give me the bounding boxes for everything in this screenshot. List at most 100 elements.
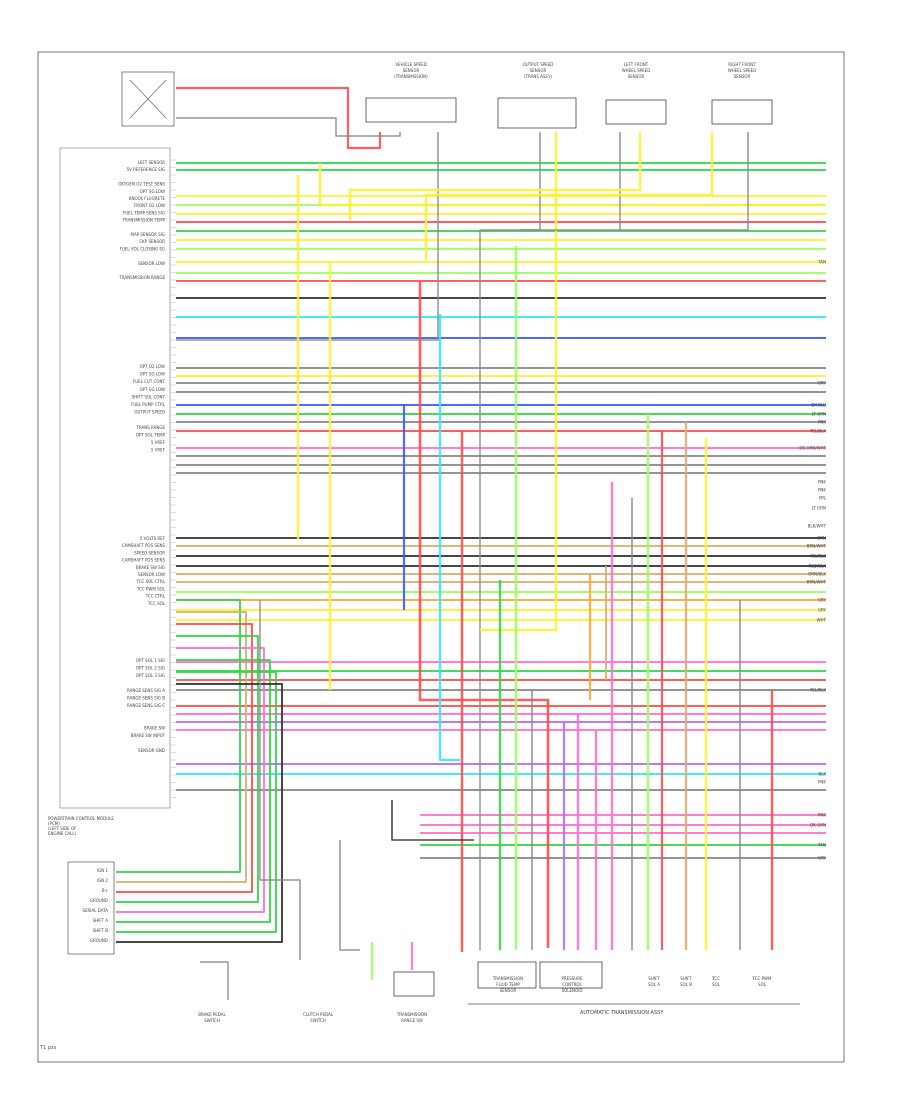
wire-label: TRANS RANGE [135, 425, 165, 430]
sensor-symbol [129, 79, 167, 119]
trans-assembly-label: AUTOMATIC TRANSMISSION ASSY [580, 1010, 664, 1016]
wire-label: CONTROL [562, 982, 582, 987]
component-box-vss [365, 97, 457, 123]
wire-label: OPT SOL TEMP [136, 432, 166, 437]
wire-label: SHIFT [680, 976, 692, 981]
wire-label: FRONT O2 LOW [134, 203, 165, 208]
wire [339, 840, 360, 951]
wire-label: DK GRN [810, 823, 826, 828]
wire-label: FUEL TEMP SENS SIG [123, 210, 165, 215]
wire-label: IGN 1 [97, 868, 109, 873]
wire-label: GRY [818, 598, 827, 603]
sensor-box-top-left [121, 71, 175, 127]
wire-label: OXYGEN O2 TEST SENS [118, 182, 165, 187]
component-box-lf-wss [605, 99, 667, 125]
wire-label: SHIFT SOL CONT [132, 394, 166, 399]
wire-label: VEHICLE SPEED [395, 62, 426, 67]
wire-label: PNK [818, 488, 826, 493]
wire-label: BRAKE SW SIG [136, 565, 165, 570]
wire-label: 5V REFERENCE SIG [127, 167, 165, 172]
wire-label: OUTPUT SPEED [134, 410, 165, 415]
wire [480, 132, 558, 632]
wire-label: TCC [711, 976, 720, 981]
wire-label: ORN [817, 536, 826, 541]
wire [318, 163, 826, 207]
wire-label: SPEED SENSOR [134, 550, 165, 555]
wire-label: GROUND [90, 938, 108, 943]
wire [116, 611, 247, 883]
wire-label: SENSOR LOW [138, 261, 165, 266]
wire [116, 671, 277, 933]
wire-label: GRY [818, 608, 827, 613]
wire [176, 132, 439, 341]
wire-label: SENSOR LOW [138, 572, 165, 577]
component-box-oss [497, 97, 577, 129]
wire-label: CLUTCH PEDAL [303, 1012, 334, 1017]
wire-label: FUEL CUT CONT [133, 379, 166, 384]
wire-label: BLK [818, 772, 826, 777]
wire-label: OPT SOL 3 SIG [136, 673, 165, 678]
wire-label: YEL/BLK [809, 688, 827, 693]
wire [348, 132, 642, 220]
wire-label: FUEL VOL CLOSING SG [120, 246, 165, 251]
wire-label: RANGE SENS SIG A [127, 688, 165, 693]
wire-label: SWITCH [310, 1018, 326, 1023]
wire-label: (TRANS ASSY) [524, 74, 552, 79]
wire-label: TCC SOL [147, 601, 166, 606]
wire [116, 599, 241, 873]
wire-label: PNK [818, 780, 826, 785]
wire-label: TCC SOL CTRL [136, 579, 166, 584]
wire-label: BRAKE PEDAL [198, 1012, 226, 1017]
wire [116, 647, 265, 913]
wire-label: OPT SG LOW [140, 387, 165, 392]
wire-label: OPT SOL 2 SIG [136, 666, 165, 671]
wire-label: TCC PWM SOL [136, 586, 166, 591]
wire-label: LT GRN [812, 412, 826, 417]
wire [116, 659, 271, 923]
wire-label: PNK [818, 420, 826, 425]
wire-label: SHIFT A [93, 918, 109, 923]
wire-label: OPT SOL 1 SIG [136, 658, 165, 663]
wire-label: SENSOR [530, 68, 547, 73]
wire-label: SOL [758, 982, 767, 987]
wire [176, 117, 401, 137]
wire [391, 800, 474, 841]
wire-label: PRESSURE [561, 976, 583, 981]
wire-label: CAMSHAFT POS SENS [122, 558, 166, 563]
wire-label: TAN [817, 843, 826, 848]
wire-label: BLK/WHT [808, 524, 827, 529]
wire-label: POWERTRAIN CONTROL MODULE [48, 816, 114, 821]
wire-label: SOL A [648, 982, 660, 987]
wire-label: ENGINE CALL) [48, 831, 77, 836]
wire-label: YEL/BLK [809, 429, 827, 434]
wire-label: SENSOR [734, 74, 751, 79]
wire-label: (TRANSMISSION) [394, 74, 428, 79]
wire-label: RIGHT FRONT [728, 62, 756, 67]
wire-label: WHEEL SPEED [728, 68, 757, 73]
wire-label: LEFT FRONT [624, 62, 649, 67]
wire-label: RANGE SENS SIG B [127, 696, 165, 701]
wire-label: 5 VREF [151, 440, 166, 445]
trans-range-box [393, 971, 435, 997]
pcm-body [59, 147, 171, 809]
wire [620, 132, 749, 231]
wire-label: GROUND [90, 898, 108, 903]
wire-label: 5 VOLTS REF [140, 536, 166, 541]
wire-label: ORN/BLK [808, 572, 826, 577]
component-box-rf-wss [711, 99, 773, 125]
trans-box-1 [477, 961, 537, 989]
wire-label: RANGE SW [401, 1018, 423, 1023]
wire-label: BRAKE SW INPUT [131, 733, 166, 738]
wire-label: SENSOR [500, 988, 517, 993]
wire-label: MAP SENSOR SIG [131, 232, 166, 237]
wire-label: SOL B [680, 982, 692, 987]
wire [116, 683, 283, 943]
wire [520, 132, 621, 231]
wire-label: SENSOR [403, 68, 420, 73]
wire-label: BRN/WHT [807, 580, 827, 585]
wire-layer [116, 86, 826, 1000]
wire-label: (LEFT SIDE OF [48, 826, 77, 831]
wire-label: RANGE SENS SIG C [127, 703, 165, 708]
